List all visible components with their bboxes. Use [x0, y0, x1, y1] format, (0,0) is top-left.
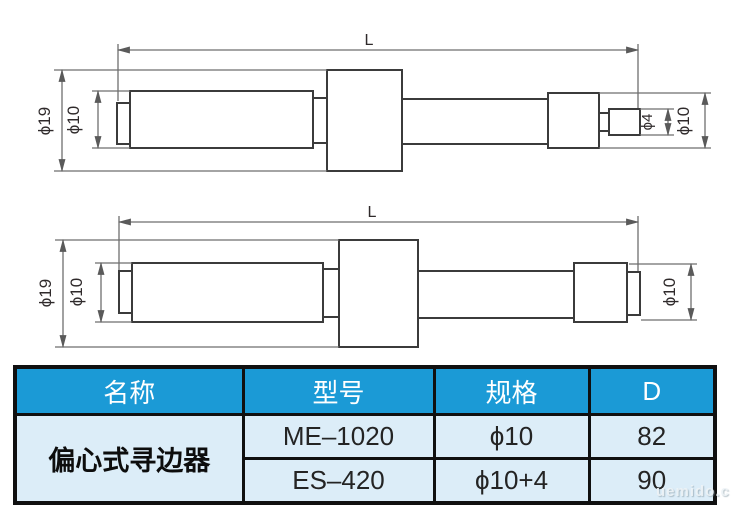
drawing-variant-es420: L ϕ19 ϕ10 ϕ4 [35, 32, 711, 173]
technical-drawings: L ϕ19 ϕ10 ϕ4 [35, 32, 711, 349]
dimension-dia10-right: ϕ10 [599, 91, 711, 150]
table-row: ES–420 ϕ10+4 90 [15, 457, 717, 505]
spec-cell: ϕ10 [432, 413, 591, 460]
dim-label-dia19: ϕ19 [35, 107, 54, 135]
drawing-variant-me1020: L ϕ19 ϕ10 ϕ10 [36, 204, 697, 349]
dimension-dia19: ϕ19 [36, 238, 339, 349]
dim-label-dia10-right: ϕ10 [674, 107, 693, 135]
left-end-cap [116, 102, 131, 145]
end-block [573, 262, 628, 323]
spec-table: 名称 型号 规格 D 偏心式寻边器 ME–1020 ϕ10 82 ES–420 … [13, 365, 717, 505]
product-name-cell: 偏心式寻边器 [13, 413, 245, 505]
dimension-length: L [116, 32, 640, 108]
neck [312, 97, 328, 144]
tip-probe [608, 108, 641, 136]
dimension-dia10-left: ϕ10 [64, 89, 130, 150]
dim-label-dia10-left: ϕ10 [64, 106, 83, 134]
d-cell: 82 [587, 413, 717, 460]
lower-cylinder [131, 262, 324, 323]
neck [322, 268, 340, 318]
end-block [547, 92, 600, 149]
edge-finder-body-outline [116, 69, 641, 172]
center-block [338, 239, 419, 348]
dim-label-length: L [365, 32, 374, 49]
dim-label-length: L [368, 204, 377, 221]
tip-neck [598, 112, 610, 132]
dimension-dia10-right: ϕ10 [629, 262, 697, 322]
col-header-name: 名称 [13, 365, 245, 416]
dimension-dia10-left: ϕ10 [67, 261, 132, 324]
table-row: 偏心式寻边器 ME–1020 ϕ10 82 [13, 413, 717, 505]
edge-finder-body-outline [118, 239, 641, 348]
table-header-row: 名称 型号 规格 D [13, 365, 717, 416]
dimension-dia4: ϕ4 [639, 107, 674, 137]
dim-label-dia19: ϕ19 [36, 279, 55, 307]
dim-label-dia10-left: ϕ10 [67, 278, 86, 306]
dim-label-dia10-right: ϕ10 [660, 278, 679, 306]
col-header-spec: 规格 [432, 365, 591, 416]
model-cell: ES–420 [241, 457, 436, 505]
d-cell: 90 [587, 457, 717, 505]
tip-step [626, 271, 641, 316]
dimension-dia19: ϕ19 [35, 68, 327, 173]
center-block [326, 69, 403, 172]
col-header-model: 型号 [241, 365, 436, 416]
spec-cell: ϕ10+4 [432, 457, 591, 505]
watermark: uemido.c [656, 483, 730, 500]
dimension-length: L [117, 204, 640, 271]
dim-label-dia4: ϕ4 [639, 114, 656, 131]
col-header-d: D [587, 365, 717, 416]
model-cell: ME–1020 [241, 413, 436, 460]
lower-cylinder [129, 90, 314, 149]
left-end-cap [118, 270, 133, 314]
